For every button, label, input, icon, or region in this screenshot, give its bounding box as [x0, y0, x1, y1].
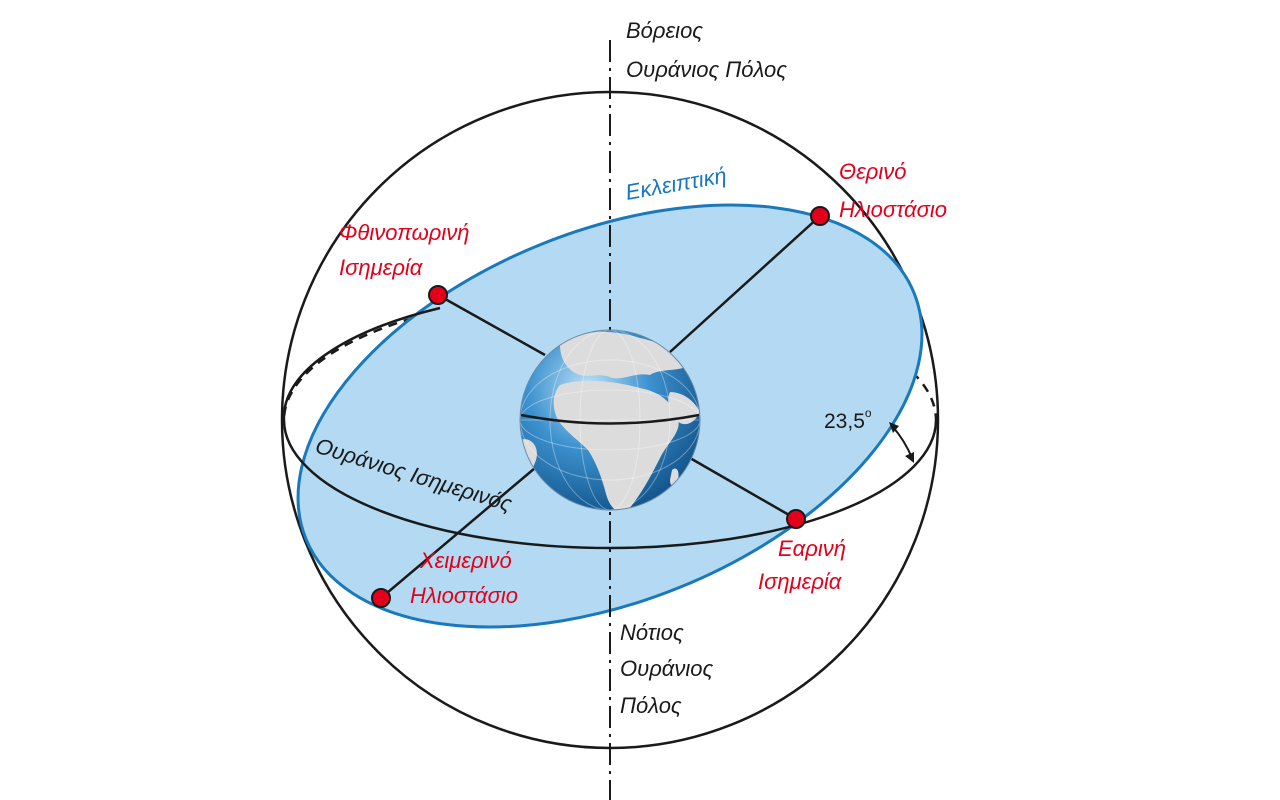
spoke-summer-solstice	[669, 215, 821, 353]
spring-equinox-label-line2: Ισημερία	[758, 569, 843, 594]
celestial-equator-left-arc	[282, 306, 441, 421]
north-pole-label-line2: Ουράνιος Πόλος	[626, 57, 787, 82]
summer-solstice-label-line1: Θερινό	[839, 159, 907, 184]
south-pole-label-line1: Νότιος	[620, 620, 684, 645]
earth-globe-icon	[519, 329, 701, 511]
spoke-autumn-equinox	[437, 293, 546, 357]
north-pole-label-line1: Βόρειος	[626, 18, 703, 43]
winter-solstice-marker-icon	[371, 588, 391, 608]
angle-value: 23,5ο	[824, 406, 872, 433]
spoke-spring-equinox	[689, 456, 797, 521]
autumn-equinox-label-line1: Φθινοπωρινή	[339, 220, 469, 245]
ecliptic-label: Εκλειπτική	[624, 163, 729, 205]
summer-solstice-marker-icon	[810, 206, 830, 226]
spring-equinox-marker-icon	[786, 509, 806, 529]
summer-solstice-label-line2: Ηλιοστάσιο	[839, 197, 947, 222]
celestial-equator-front	[282, 420, 938, 550]
south-pole-label-line3: Πόλος	[620, 693, 682, 718]
south-pole-label-line2: Ουράνιος	[620, 656, 713, 681]
spoke-winter-solstice	[380, 467, 536, 599]
autumn-equinox-marker-icon	[428, 285, 448, 305]
spring-equinox-label-line1: Εαρινή	[778, 536, 846, 561]
autumn-equinox-label-line2: Ισημερία	[339, 255, 424, 280]
winter-solstice-label-line1: Χειμερινό	[419, 548, 512, 573]
winter-solstice-label-line2: Ηλιοστάσιο	[410, 583, 518, 608]
double-arrow-icon	[889, 422, 914, 463]
